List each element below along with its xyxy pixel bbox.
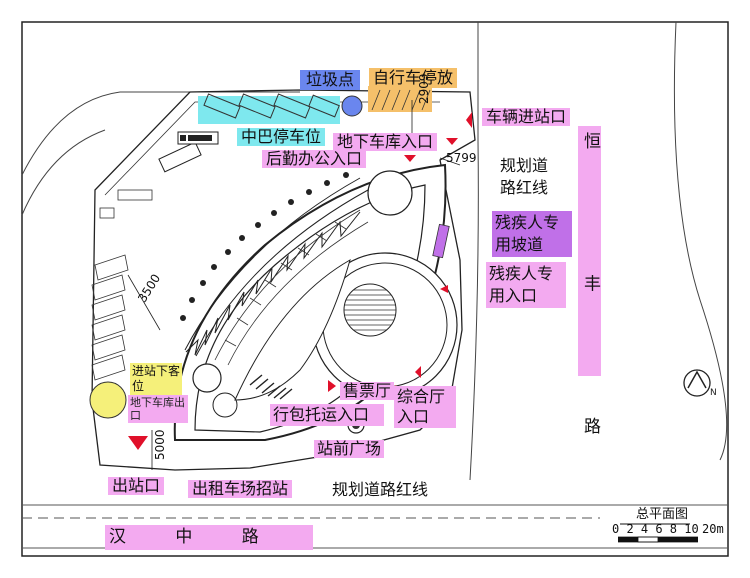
bus-icon: [180, 135, 186, 141]
hanzhong-road-label: 汉 中 路: [105, 525, 313, 550]
planned-red-line-right-label: 规划道路红线: [500, 156, 549, 197]
bus-icon: [188, 135, 212, 141]
disabled-ramp-label: 残疾人专用坡道: [492, 211, 572, 257]
rotunda-top: [367, 170, 413, 216]
general-hall-entry-label: 综合厅入口: [394, 386, 456, 428]
road-edge: [21, 129, 106, 216]
stairs: [249, 374, 293, 400]
ticket-hall-label: 售票厅: [340, 382, 395, 400]
bicycle-parking-label: 自行车停放: [369, 68, 458, 88]
rotunda-bottom: [212, 392, 238, 418]
scale-ticks: 0 2 4 6 8 10: [612, 522, 699, 536]
scale-end-label: 20m: [702, 522, 724, 536]
core-hatch: [344, 289, 396, 331]
vehicle-entry-label: 车辆进站口: [482, 108, 571, 126]
arrival-drop-off-label: 进站下客位: [130, 363, 182, 395]
road-edge: [21, 91, 300, 176]
baggage-entry-label: 行包托运入口: [270, 404, 384, 426]
garbage-point-label: 垃圾点: [300, 70, 361, 90]
logistics-office-entry-label: 后勤办公入口: [262, 150, 367, 168]
taxi-stand-label: 出租车场招站: [188, 480, 293, 498]
dimension-2909: 2909: [417, 73, 431, 104]
column-dots: [180, 172, 349, 321]
interior-grid: [214, 209, 369, 366]
north-arrow: N: [683, 369, 717, 398]
exit-label: 出站口: [108, 477, 165, 495]
heng-feng-road-label: 恒 丰 路: [578, 126, 601, 494]
bicycle-parking-area: [368, 86, 432, 112]
garbage-point-marker: [341, 95, 363, 117]
station-square-label: 站前广场: [314, 440, 385, 458]
disabled-ramp-marker: [432, 223, 450, 259]
road-edge: [469, 139, 479, 481]
plan-title: 总平面图: [636, 507, 689, 522]
underground-garage-entry-label: 地下车库入口: [333, 133, 438, 151]
drop-off-marker: [89, 381, 127, 419]
road-edge: [673, 21, 728, 461]
parking-stalls-left: [91, 189, 153, 381]
svg-text:N: N: [710, 388, 717, 398]
drawing-frame: [21, 21, 729, 557]
disabled-entry-label: 残疾人专用入口: [486, 262, 566, 308]
dimension-5799: 5799: [446, 151, 477, 165]
dimension-5000: 5000: [153, 429, 167, 460]
scale-bar: [618, 536, 698, 543]
underground-garage-exit-label: 地下车库出口: [128, 395, 188, 423]
rotunda-left: [192, 363, 222, 393]
bus-parking-area: [198, 93, 340, 124]
bus-parking-label: 中巴停车位: [237, 128, 326, 146]
planned-red-line-bottom-label: 规划道路红线: [332, 480, 429, 499]
